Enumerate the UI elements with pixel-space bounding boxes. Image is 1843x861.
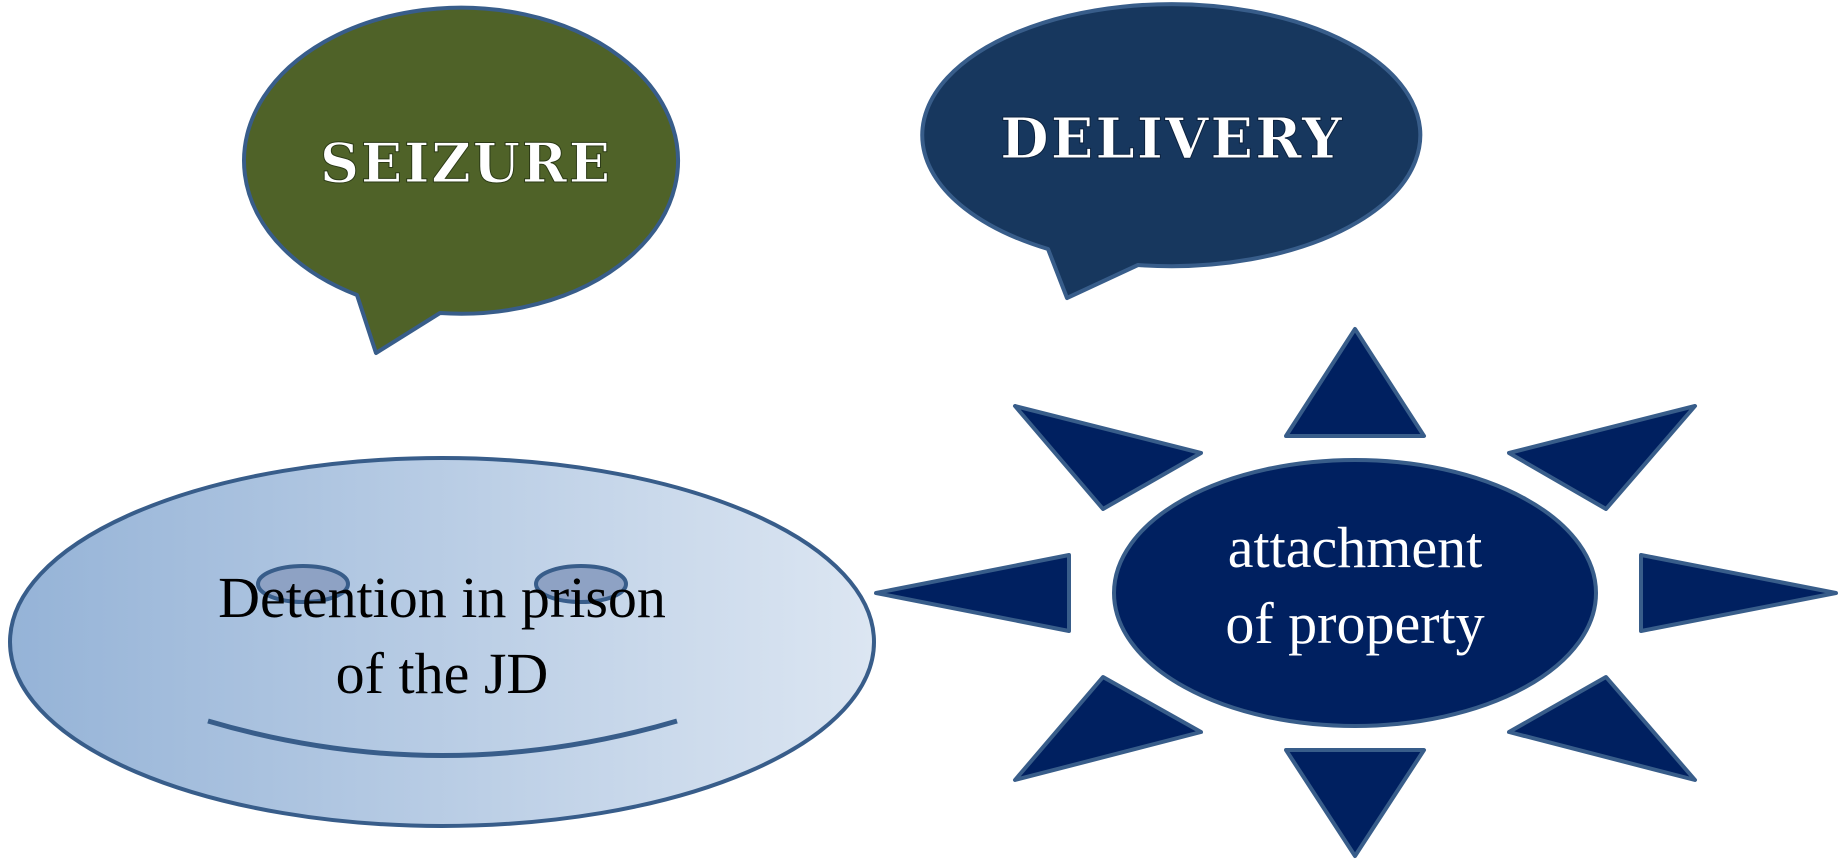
smiley-face-shape [8, 456, 876, 828]
sun-rays [874, 327, 1838, 858]
attachment-sun: attachment of property [874, 327, 1838, 858]
sun-ray-top [1284, 327, 1426, 438]
attachment-label-line-2: of property [1225, 591, 1484, 656]
delivery-bubble-shape [920, 2, 1423, 300]
smiley-left-eye [256, 564, 350, 604]
detention-label-line-2: of the JD [336, 641, 549, 706]
sun-ray-bottom-right [1507, 675, 1697, 782]
delivery-callout: DELIVERY [920, 2, 1423, 300]
sun-ray-bottom [1284, 748, 1426, 858]
seizure-callout: SEIZURE [242, 5, 680, 355]
sun-center-shape [1112, 458, 1598, 728]
sun-ray-top-right [1507, 404, 1697, 511]
smiley-mouth [207, 718, 678, 758]
sun-ray-left [874, 553, 1071, 633]
sun-ray-right [1639, 553, 1838, 633]
detention-label-line-1: Detention in prison [218, 565, 666, 630]
seizure-label: SEIZURE [320, 131, 612, 195]
sun-ray-top-left [1013, 404, 1203, 511]
sun-ray-bottom-left [1013, 675, 1203, 782]
seizure-bubble-shape [242, 5, 680, 355]
attachment-label-line-1: attachment [1228, 515, 1482, 580]
delivery-label: DELIVERY [1000, 106, 1344, 172]
detention-smiley: Detention in prison of the JD [8, 456, 876, 828]
smiley-right-eye [534, 564, 628, 604]
